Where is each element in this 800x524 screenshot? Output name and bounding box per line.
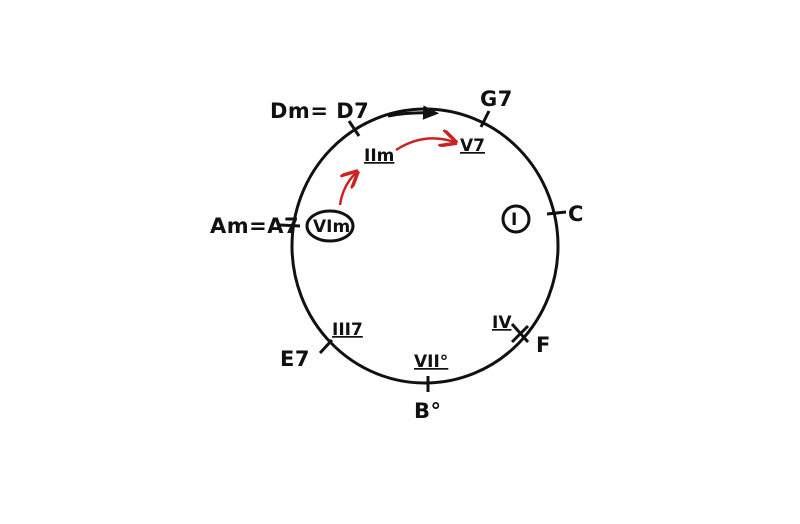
- tick-e7: [318, 338, 334, 355]
- degree-iii7: III7: [332, 320, 363, 340]
- degree-ii-m: IIm: [364, 146, 394, 166]
- tick-c: [546, 210, 567, 216]
- degree-i: I: [511, 210, 517, 230]
- arrow-vi-to-ii: [338, 173, 356, 206]
- label-dm-d7: Dm= D7: [270, 99, 369, 123]
- degree-v7: V7: [460, 136, 485, 156]
- degree-vi-m: VIm: [313, 217, 350, 237]
- label-f: F: [536, 333, 551, 357]
- degree-vii-dim: VII°: [414, 352, 448, 372]
- tick-f: [510, 323, 530, 344]
- label-e7: E7: [280, 347, 310, 371]
- tick-dm: [347, 120, 361, 137]
- circle-marker-i: [501, 204, 531, 234]
- label-am-a7: Am=A7: [210, 214, 299, 238]
- arrow-ii-to-v: [395, 138, 454, 152]
- tick-am: [279, 223, 301, 228]
- label-c: C: [568, 202, 584, 226]
- direction-arrow: [387, 105, 440, 120]
- tick-g7: [479, 110, 491, 128]
- circle-marker-vi: [305, 209, 355, 243]
- degree-iv: IV: [492, 313, 512, 333]
- label-g7: G7: [480, 87, 513, 111]
- label-b-dim: B°: [414, 399, 442, 423]
